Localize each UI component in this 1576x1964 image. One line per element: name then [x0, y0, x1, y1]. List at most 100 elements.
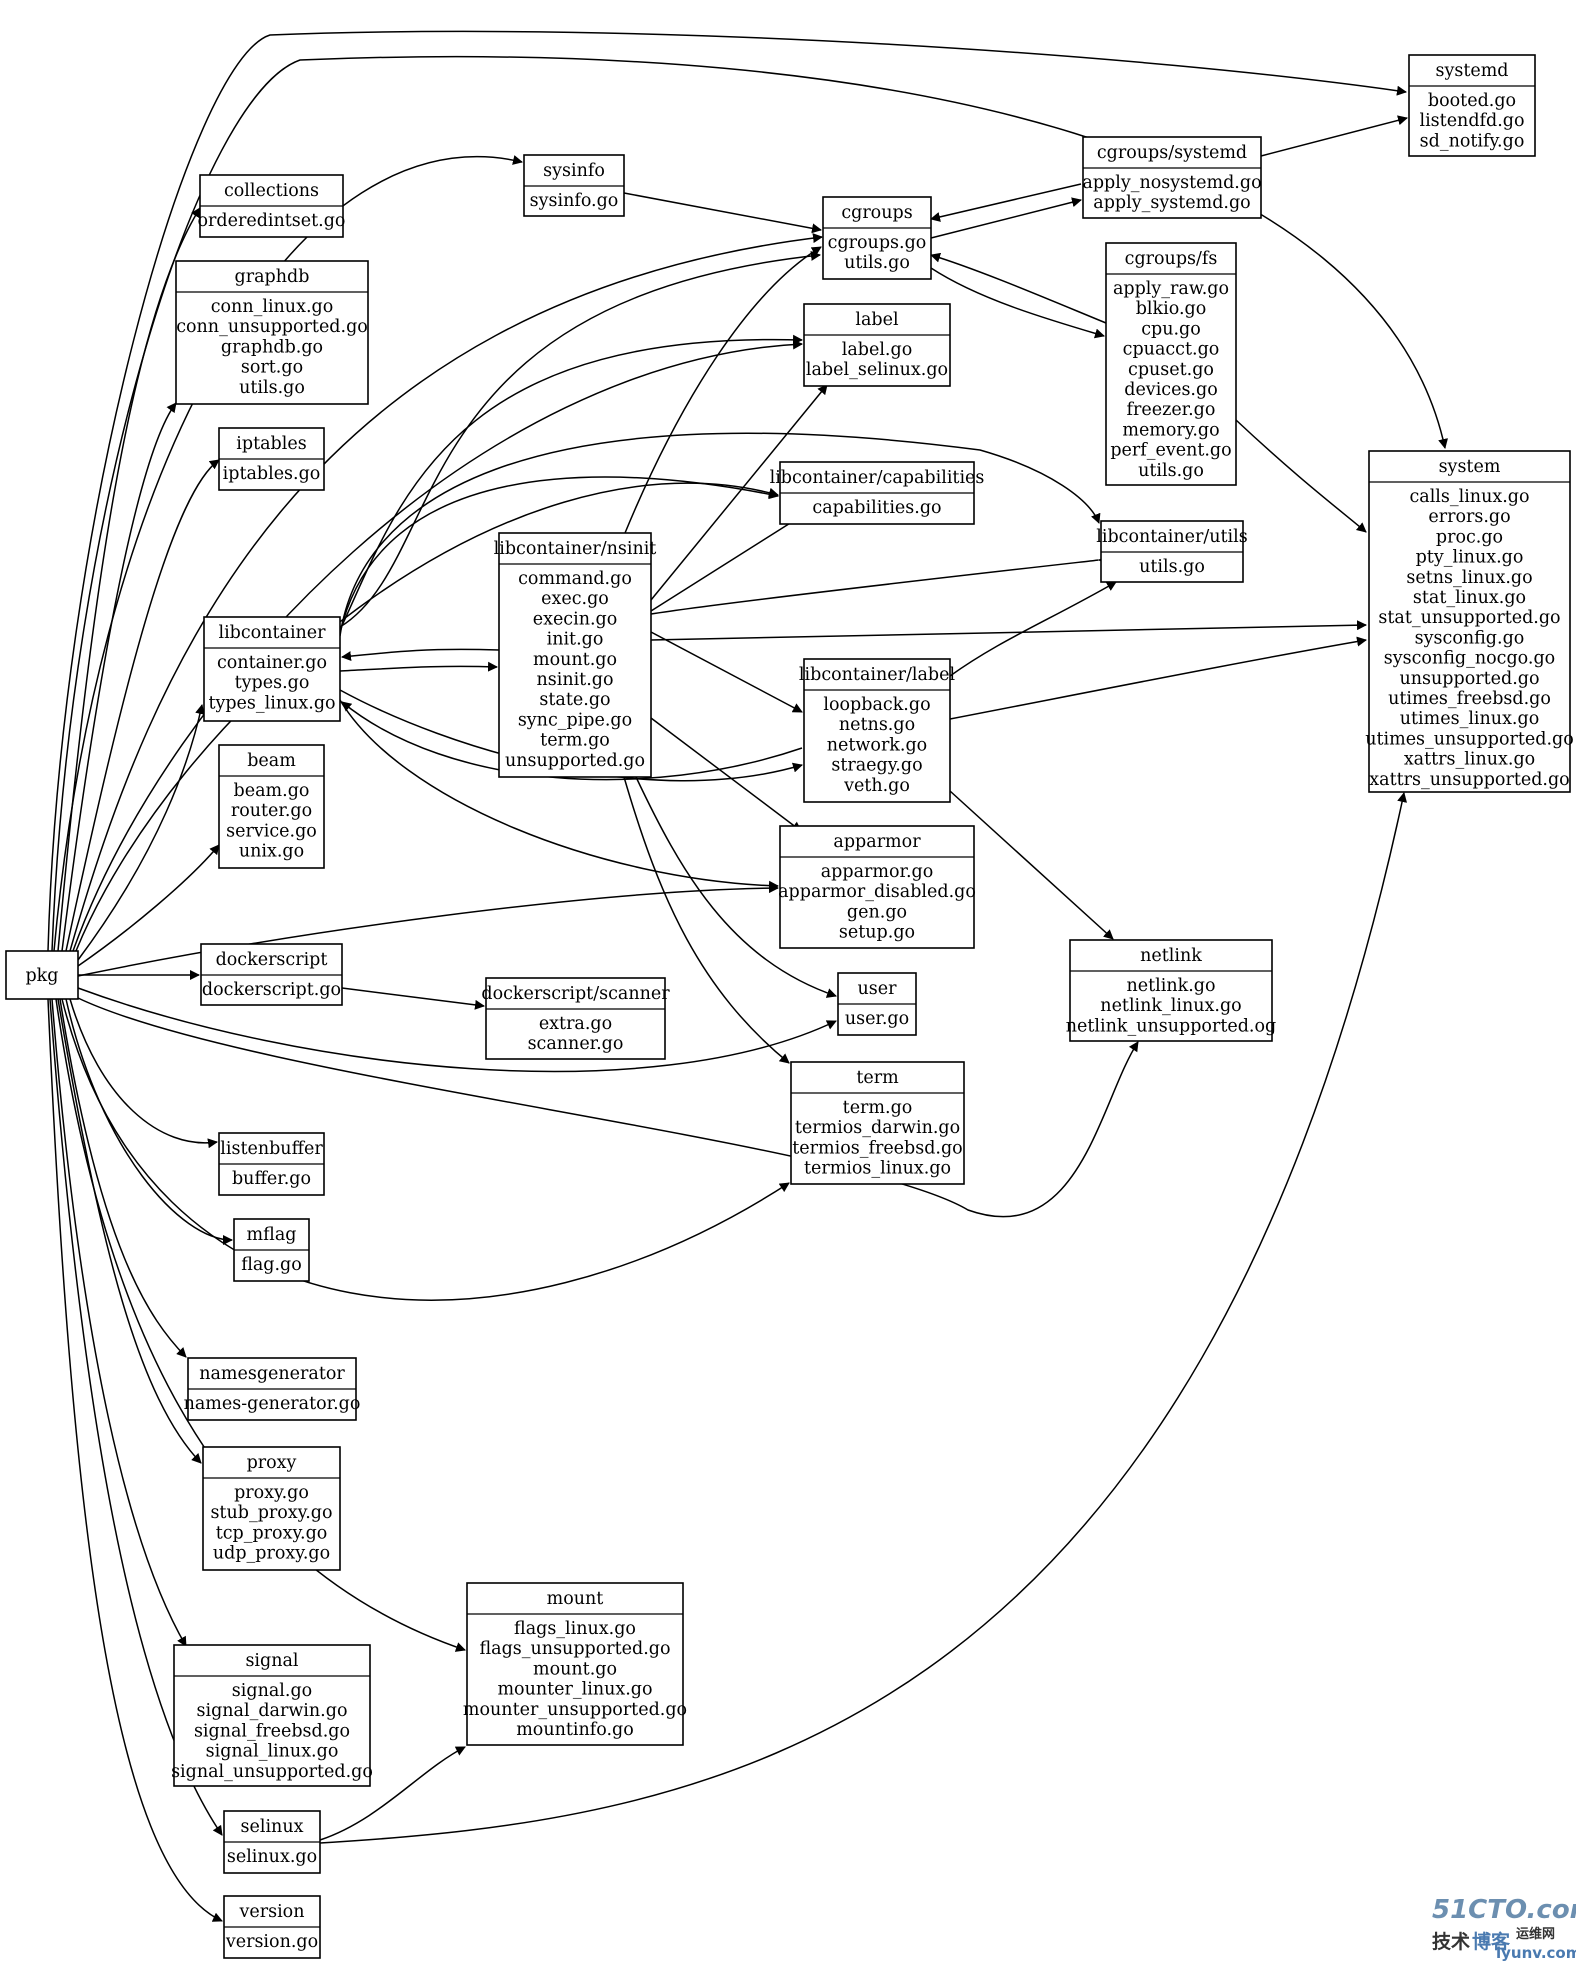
package-file: init.go [547, 630, 604, 650]
package-title: apparmor [833, 832, 921, 852]
package-box [779, 825, 975, 949]
package-file: termios_linux.go [804, 1159, 951, 1179]
package-node-apparmor: apparmorapparmor.goapparmor_disabled.gog… [778, 825, 976, 949]
package-node-pkg: pkg [5, 950, 79, 1000]
package-file: capabilities.go [812, 498, 941, 518]
package-file: dockerscript.go [202, 980, 341, 1000]
package-file: mounter_linux.go [497, 1680, 652, 1700]
package-title: mount [547, 1589, 604, 1609]
package-file: setup.go [839, 923, 915, 943]
dependency-edge [930, 267, 1105, 339]
package-node-system: systemcalls_linux.goerrors.goproc.gopty_… [1365, 450, 1574, 793]
dependency-edge [623, 776, 790, 1064]
package-box [5, 950, 79, 1000]
package-nodes: pkgcollectionsorderedintset.gographdbcon… [5, 54, 1574, 1959]
dependency-edge [949, 636, 1367, 720]
package-node-signal: signalsignal.gosignal_darwin.gosignal_fr… [171, 1644, 373, 1787]
package-title: system [1439, 457, 1501, 477]
dependency-edge [930, 197, 1082, 239]
package-file: sysconfig_nocgo.go [1384, 649, 1555, 669]
package-file: service.go [226, 821, 317, 841]
dependency-edge [77, 987, 837, 1073]
package-file: sysconfig.go [1415, 628, 1525, 648]
dependency-edge [650, 384, 828, 601]
package-file: router.go [231, 801, 312, 821]
package-file: apparmor.go [821, 862, 934, 882]
package-node-lclabel: libcontainer/labelloopback.gonetns.gonet… [799, 658, 956, 803]
dependency-edge [77, 704, 205, 961]
package-box [790, 1061, 965, 1185]
package-box [173, 1644, 371, 1787]
dependency-edge [930, 183, 1082, 222]
package-box [175, 260, 369, 405]
watermark-brand: 51CTO.com [1432, 1895, 1576, 1925]
package-title: cgroups/fs [1125, 249, 1218, 269]
package-title: listenbuffer [220, 1139, 323, 1159]
package-box [822, 196, 932, 280]
package-title: dockerscript [216, 950, 328, 970]
package-box [485, 977, 666, 1060]
package-title: beam [247, 751, 296, 771]
package-title: namesgenerator [199, 1364, 345, 1384]
package-title: libcontainer/nsinit [494, 539, 657, 559]
package-title: sysinfo [543, 161, 605, 181]
package-file: stub_proxy.go [210, 1503, 332, 1523]
package-file: term.go [843, 1098, 913, 1118]
dependency-edge [319, 792, 1408, 1844]
package-file: signal.go [232, 1681, 312, 1701]
dependency-edge [1235, 419, 1367, 533]
watermark-tagline-right: 运维网 [1516, 1926, 1555, 1942]
package-title: mflag [247, 1225, 297, 1245]
package-node-libcontainer: libcontainercontainer.gotypes.gotypes_li… [203, 616, 341, 722]
package-file: freezer.go [1127, 400, 1216, 420]
dependency-edge [77, 844, 220, 967]
dependency-edge [65, 459, 220, 952]
package-title: proxy [247, 1453, 297, 1473]
package-file: utils.go [844, 253, 910, 273]
package-file: version.go [225, 1932, 318, 1952]
package-file: flags_unsupported.go [479, 1639, 670, 1659]
package-file: mounter_unsupported.go [463, 1700, 687, 1720]
package-file: gen.go [847, 902, 907, 922]
package-title: libcontainer/label [799, 665, 956, 685]
package-file: sort.go [241, 358, 303, 378]
package-file: apply_nosystemd.go [1082, 173, 1261, 193]
package-file: exec.go [541, 589, 609, 609]
package-title: version [239, 1902, 305, 1922]
dependency-edge [59, 998, 187, 1358]
dependency-edge [650, 555, 1109, 615]
package-file: signal_darwin.go [197, 1701, 348, 1721]
package-title: libcontainer/utils [1096, 527, 1247, 547]
package-file: proc.go [1436, 527, 1503, 547]
package-file: errors.go [1428, 507, 1510, 527]
dependency-edge [341, 987, 485, 1010]
package-file: termios_darwin.go [795, 1118, 960, 1138]
package-file: orderedintset.go [198, 211, 346, 231]
package-file: beam.go [234, 781, 310, 801]
package-file: cpu.go [1141, 319, 1201, 339]
dependency-edge [339, 334, 803, 631]
dependency-edge [339, 250, 821, 628]
package-file: veth.go [843, 776, 910, 796]
watermark-tagline-left: 技术 [1432, 1930, 1470, 1953]
package-title: pkg [25, 966, 58, 986]
package-file: sync_pipe.go [518, 710, 632, 730]
dependency-edge [57, 998, 202, 1464]
package-title: signal [245, 1651, 298, 1671]
package-title: libcontainer/capabilities [770, 468, 985, 488]
package-title: graphdb [235, 267, 310, 287]
package-file: pty_linux.go [1416, 548, 1524, 568]
dependency-edge [69, 998, 218, 1149]
dependency-edge [319, 1746, 466, 1841]
package-file: termios_freebsd.go [792, 1138, 962, 1158]
package-file: tcp_proxy.go [216, 1523, 328, 1543]
dependency-edge [57, 207, 201, 952]
package-file: stat_linux.go [1413, 588, 1526, 608]
